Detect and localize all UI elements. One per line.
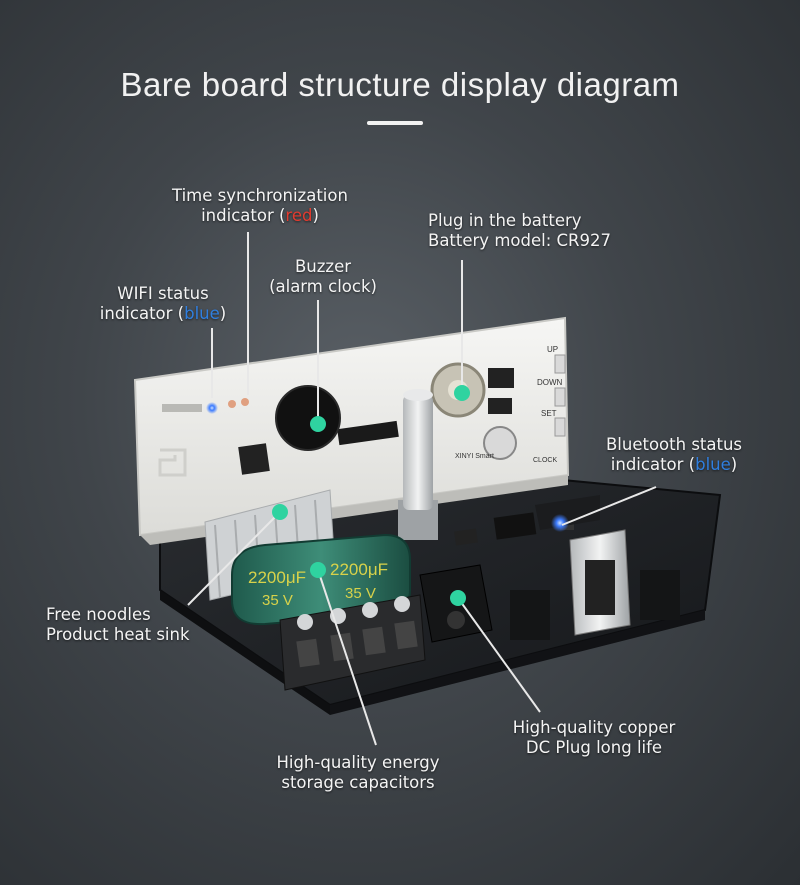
encoder bbox=[398, 389, 438, 540]
wifi-led bbox=[206, 402, 218, 414]
capacitors-line1: High-quality energy bbox=[276, 753, 440, 772]
buzzer-line1: Buzzer bbox=[294, 257, 352, 276]
copper-plug-line2: DC Plug long life bbox=[525, 738, 663, 757]
cap-value-text-1: 2200μF bbox=[248, 568, 306, 587]
capacitors-line2: storage capacitors bbox=[281, 773, 435, 792]
accent-dots bbox=[272, 385, 470, 606]
cap-voltage-text-1: 35 V bbox=[262, 592, 293, 609]
wifi-line1: WIFI status bbox=[117, 284, 209, 303]
buzzer-dot bbox=[310, 416, 326, 432]
label-battery: Plug in the battery Battery model: CR927 bbox=[428, 211, 611, 251]
battery-line2: Battery model: CR927 bbox=[428, 231, 611, 250]
brand-text: XINYI Smart bbox=[455, 453, 494, 460]
bluetooth-module bbox=[535, 495, 600, 532]
blue-word-wifi: blue bbox=[184, 304, 220, 323]
copper-plug-line1: High-quality copper bbox=[512, 718, 676, 737]
clock-text: CLOCK bbox=[533, 457, 557, 464]
battery-line1: Plug in the battery bbox=[428, 211, 582, 230]
time-sync-line1: Time synchronization bbox=[172, 186, 348, 205]
bluetooth-led bbox=[551, 514, 569, 532]
label-time-sync: Time synchronization indicator (red) bbox=[160, 186, 360, 226]
usb-port bbox=[569, 529, 631, 636]
time-sync-line2: indicator (red) bbox=[201, 206, 319, 225]
dc-plug-dot bbox=[450, 590, 466, 606]
page-title: Bare board structure display diagram bbox=[120, 66, 680, 103]
bluetooth-line1: Bluetooth status bbox=[605, 435, 743, 454]
wifi-line2: indicator (blue) bbox=[99, 304, 227, 323]
battery-dot bbox=[454, 385, 470, 401]
heat-sink-dot bbox=[272, 504, 288, 520]
audio-jack-1 bbox=[510, 590, 550, 640]
label-wifi: WIFI status indicator (blue) bbox=[88, 284, 238, 324]
time-sync-led bbox=[228, 400, 236, 408]
title-underline bbox=[367, 121, 423, 125]
display-pcb: UP DOWN SET XINYI Smart CLOCK bbox=[133, 316, 570, 545]
capacitor-dot bbox=[310, 562, 326, 578]
red-word: red bbox=[285, 206, 313, 225]
cap-voltage-text-2: 35 V bbox=[345, 585, 376, 602]
label-copper-plug: High-quality copper DC Plug long life bbox=[496, 718, 692, 758]
heat-sink-line1: Free noodles bbox=[46, 605, 151, 624]
btn-down-text: DOWN bbox=[537, 378, 563, 387]
leader-lines bbox=[187, 232, 657, 746]
label-capacitors: High-quality energy storage capacitors bbox=[260, 753, 456, 793]
blue-word-bluetooth: blue bbox=[695, 455, 731, 474]
audio-jack-2 bbox=[640, 570, 680, 620]
label-bluetooth: Bluetooth status indicator (blue) bbox=[594, 435, 754, 475]
btn-set-text: SET bbox=[541, 409, 557, 418]
heat-sink-line2: Product heat sink bbox=[46, 625, 190, 644]
terminal-block bbox=[279, 594, 426, 691]
bluetooth-line2: indicator (blue) bbox=[610, 455, 738, 474]
btn-up-text: UP bbox=[547, 345, 558, 354]
buzzer-line2: (alarm clock) bbox=[269, 277, 377, 296]
label-buzzer: Buzzer (alarm clock) bbox=[258, 257, 388, 297]
cap-value-text-2: 2200μF bbox=[330, 560, 388, 579]
label-heat-sink: Free noodles Product heat sink bbox=[46, 605, 190, 645]
